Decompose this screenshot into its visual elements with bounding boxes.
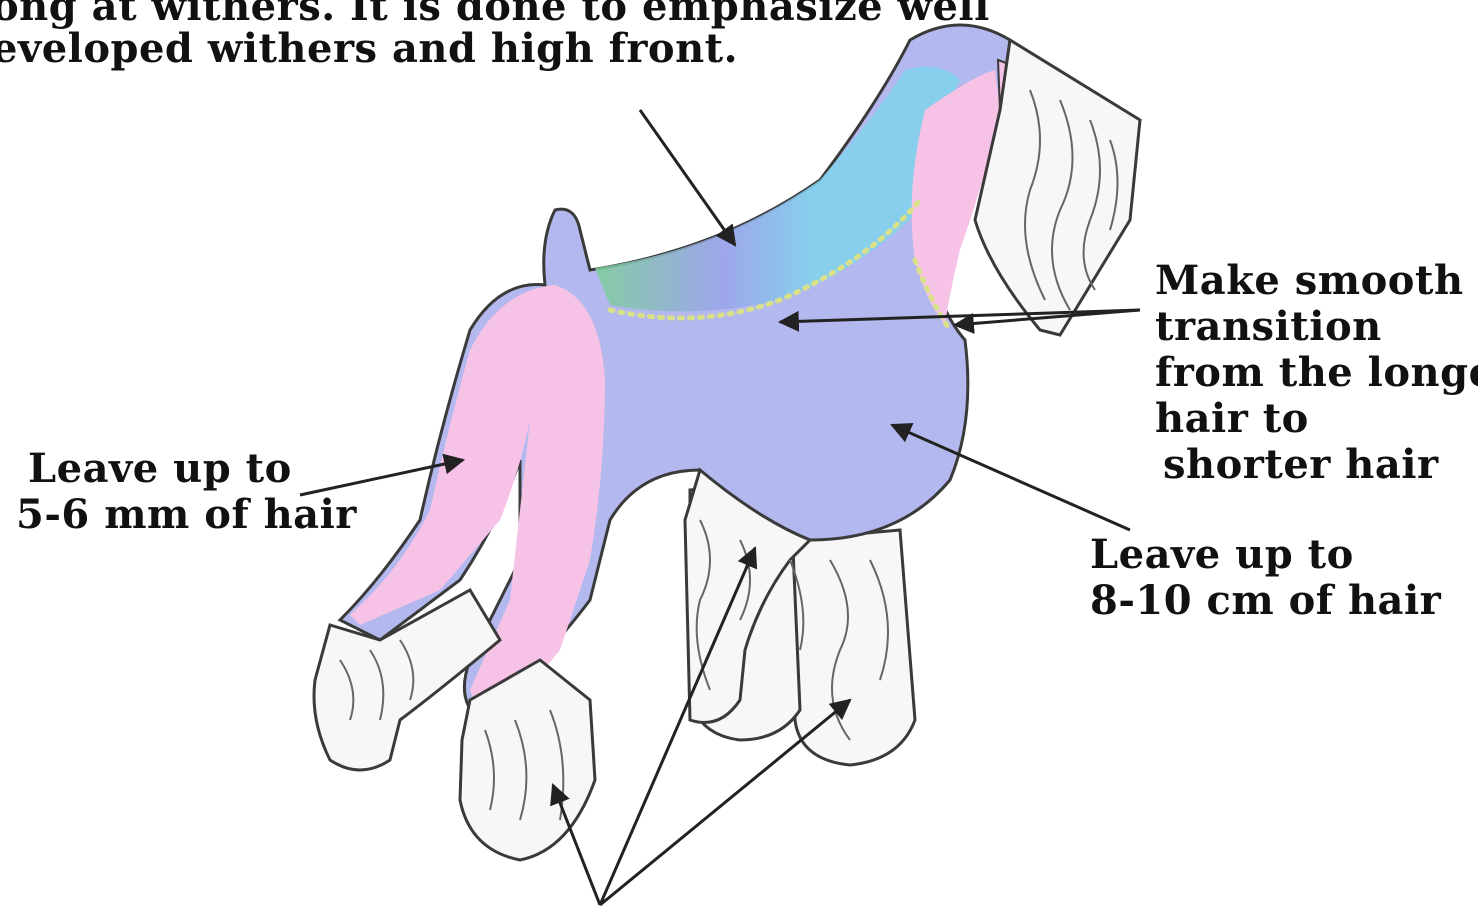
label-leg-short-line1: Leave up to bbox=[28, 446, 357, 492]
label-leg-short-line2: 5-6 mm of hair bbox=[16, 492, 357, 538]
label-transition-line5: shorter hair bbox=[1155, 442, 1478, 488]
label-transition-line4: hair to bbox=[1155, 396, 1478, 442]
label-transition-line1: Make smooth bbox=[1155, 258, 1478, 304]
label-withers-line2: eveloped withers and high front. bbox=[0, 28, 990, 70]
label-withers-line1: ong at withers. It is done to emphasize … bbox=[0, 0, 990, 28]
label-body-long: Leave up to 8-10 cm of hair bbox=[1090, 532, 1441, 624]
label-withers: ong at withers. It is done to emphasize … bbox=[0, 0, 990, 70]
label-transition: Make smooth transition from the longer h… bbox=[1155, 258, 1478, 488]
label-leg-short: Leave up to 5-6 mm of hair bbox=[28, 446, 357, 538]
arrow-withers bbox=[640, 110, 735, 245]
label-transition-line2: transition bbox=[1155, 304, 1478, 350]
far-front-leg bbox=[790, 530, 915, 765]
label-transition-line3: from the longer bbox=[1155, 350, 1478, 396]
label-body-long-line2: 8-10 cm of hair bbox=[1090, 578, 1441, 624]
label-body-long-line1: Leave up to bbox=[1090, 532, 1441, 578]
